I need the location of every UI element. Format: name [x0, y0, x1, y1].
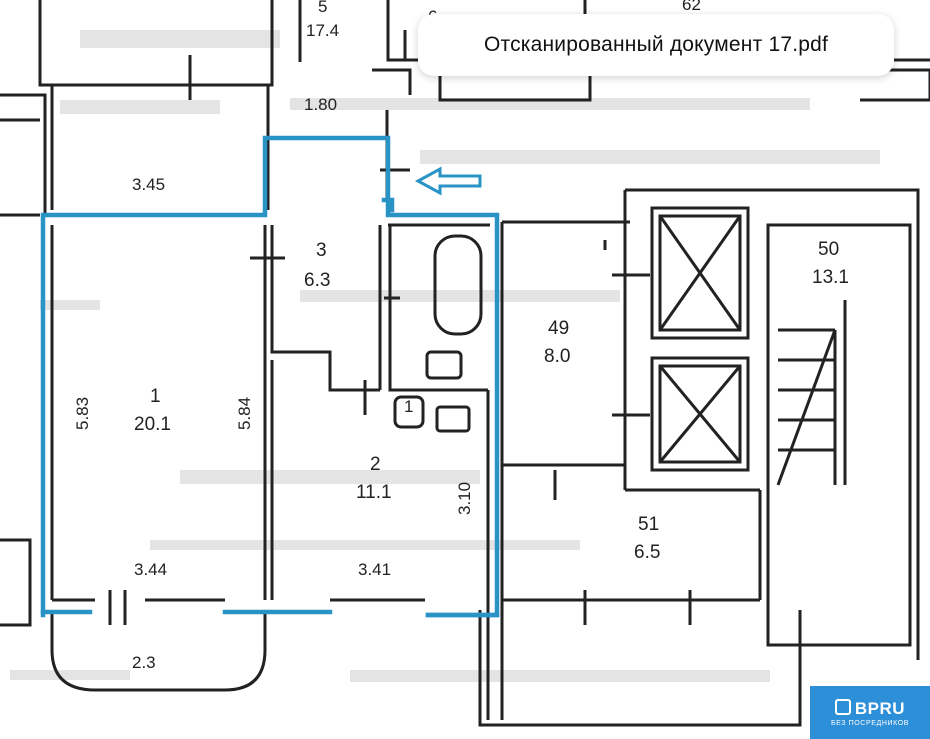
room1-right-dim: 5.84 [235, 397, 254, 430]
watermark-logo: BPRU [834, 698, 906, 719]
room50-area: 13.1 [812, 267, 849, 288]
watermark-tagline: БЕЗ ПОСРЕДНИКОВ [830, 719, 910, 727]
room1-number: 1 [150, 386, 161, 407]
bay-width: 2.3 [132, 653, 156, 672]
room51-number: 51 [638, 514, 659, 535]
plan-labels: 5 17.4 6 62 1.80 3.45 3 6.3 1 20.1 5.83 … [73, 0, 849, 672]
room3-area: 6.3 [304, 270, 330, 291]
room50-number: 50 [818, 239, 839, 260]
top-room3-area: 62 [682, 0, 701, 14]
document-title: Отсканированный документ 17.pdf [483, 33, 829, 56]
balcony-width: 3.45 [132, 175, 165, 194]
apartment-outline [40, 135, 500, 618]
people-icon [834, 698, 851, 715]
corridor-width: 1.80 [304, 95, 337, 114]
room1-left-dim: 5.83 [73, 397, 92, 430]
room51-area: 6.5 [634, 542, 660, 563]
entrance-arrow-icon [414, 166, 482, 196]
bath-number: 1 [404, 397, 413, 416]
room1-area: 20.1 [134, 414, 171, 435]
room49-area: 8.0 [544, 346, 570, 367]
scan-noise [10, 30, 880, 682]
room2-bottom-dim: 3.41 [358, 560, 391, 579]
room2-right-dim: 3.10 [455, 482, 474, 515]
room3-number: 3 [316, 240, 327, 261]
document-title-bar: Отсканированный документ 17.pdf [418, 14, 894, 76]
top-room-area: 17.4 [306, 21, 339, 40]
room49-number: 49 [548, 318, 569, 339]
room2-number: 2 [370, 454, 381, 475]
watermark-badge: BPRU БЕЗ ПОСРЕДНИКОВ [810, 686, 930, 739]
room1-bottom-dim: 3.44 [134, 560, 167, 579]
room2-area: 11.1 [356, 482, 392, 503]
top-room-number: 5 [318, 0, 327, 16]
watermark-brand: BPRU [854, 698, 906, 718]
